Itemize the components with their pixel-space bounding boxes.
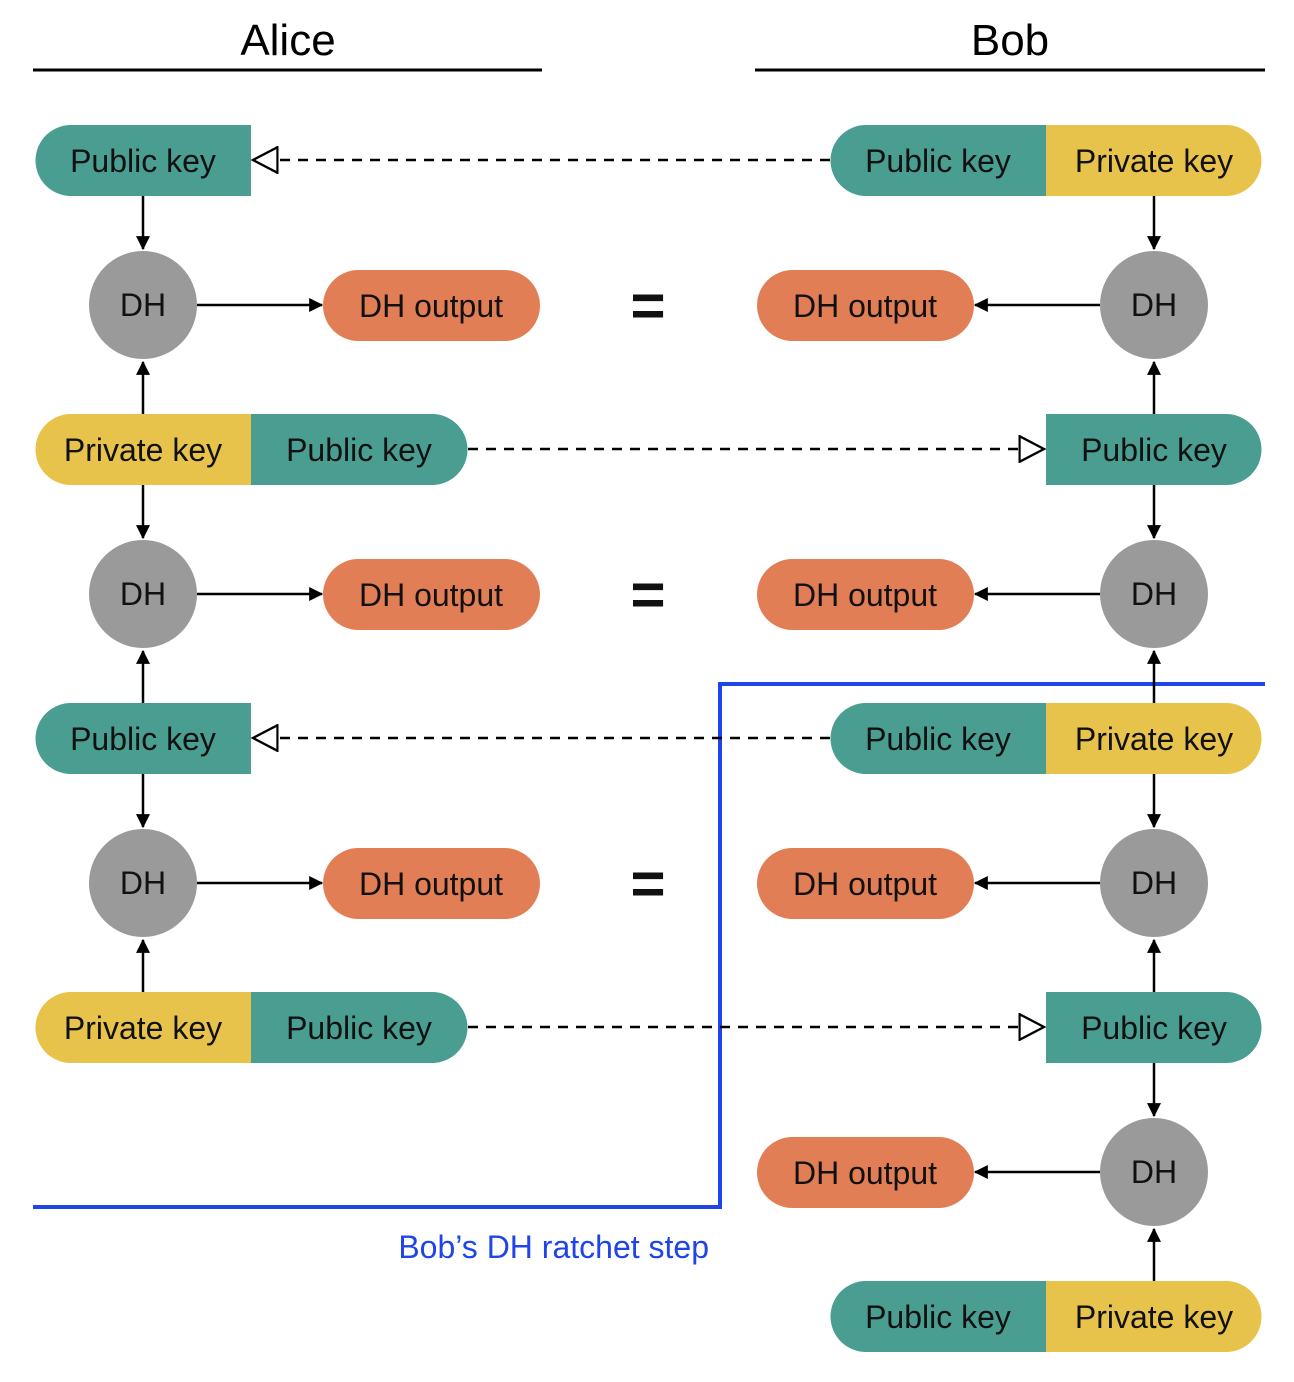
bob-dh-output-2: DH output [757, 559, 974, 630]
bob-public-key-2: Public key [1046, 992, 1262, 1063]
svg-text:Public key: Public key [1081, 1010, 1227, 1046]
svg-text:DH output: DH output [793, 577, 937, 613]
equals-sign-1: = [630, 272, 665, 339]
svg-text:DH: DH [1131, 576, 1177, 612]
svg-text:Private key: Private key [64, 1010, 222, 1046]
svg-text:Private key: Private key [1075, 1299, 1233, 1335]
ratchet-step-boundary [33, 682, 1265, 1209]
alice-dh-output-1: DH output [323, 270, 540, 341]
svg-text:Public key: Public key [286, 432, 432, 468]
svg-text:DH: DH [1131, 865, 1177, 901]
svg-text:DH: DH [1131, 287, 1177, 323]
svg-text:DH: DH [120, 576, 166, 612]
svg-text:DH: DH [120, 287, 166, 323]
alice-dh-node-3: DH [89, 829, 197, 937]
svg-text:DH output: DH output [793, 288, 937, 324]
svg-text:Private key: Private key [1075, 721, 1233, 757]
svg-text:DH output: DH output [793, 866, 937, 902]
alice-keypair-2: Private key Public key [35, 992, 468, 1063]
svg-text:Public key: Public key [865, 143, 1011, 179]
alice-public-key-2: Public key [35, 703, 251, 774]
alice-header: Alice [240, 16, 335, 65]
bob-dh-node-2: DH [1100, 540, 1208, 648]
alice-keypair-1: Private key Public key [35, 414, 468, 485]
alice-dh-output-2: DH output [323, 559, 540, 630]
bob-dh-output-1: DH output [757, 270, 974, 341]
svg-text:DH: DH [120, 865, 166, 901]
bob-keypair-2: Public key Private key [830, 703, 1262, 774]
svg-text:DH output: DH output [359, 866, 503, 902]
bob-public-key-1: Public key [1046, 414, 1262, 485]
svg-text:Public key: Public key [865, 1299, 1011, 1335]
svg-text:Public key: Public key [865, 721, 1011, 757]
bob-header: Bob [971, 16, 1049, 65]
svg-text:Public key: Public key [70, 721, 216, 757]
ratchet-step-caption: Bob’s DH ratchet step [398, 1229, 709, 1265]
bob-keypair-1: Public key Private key [830, 125, 1262, 196]
alice-dh-output-3: DH output [323, 848, 540, 919]
svg-text:DH output: DH output [359, 577, 503, 613]
bob-dh-output-3: DH output [757, 848, 974, 919]
alice-public-key-1: Public key [35, 125, 251, 196]
alice-dh-node-2: DH [89, 540, 197, 648]
svg-text:Private key: Private key [64, 432, 222, 468]
svg-text:DH output: DH output [793, 1155, 937, 1191]
svg-text:DH output: DH output [359, 288, 503, 324]
svg-text:Private key: Private key [1075, 143, 1233, 179]
svg-text:Public key: Public key [70, 143, 216, 179]
bob-dh-node-3: DH [1100, 829, 1208, 937]
svg-text:Public key: Public key [286, 1010, 432, 1046]
bob-keypair-3: Public key Private key [830, 1281, 1262, 1352]
svg-text:Public key: Public key [1081, 432, 1227, 468]
bob-dh-node-1: DH [1100, 251, 1208, 359]
alice-dh-node-1: DH [89, 251, 197, 359]
equals-sign-2: = [630, 561, 665, 628]
bob-dh-node-4: DH [1100, 1118, 1208, 1226]
equals-sign-3: = [630, 850, 665, 917]
bob-dh-output-4: DH output [757, 1137, 974, 1208]
svg-text:DH: DH [1131, 1154, 1177, 1190]
